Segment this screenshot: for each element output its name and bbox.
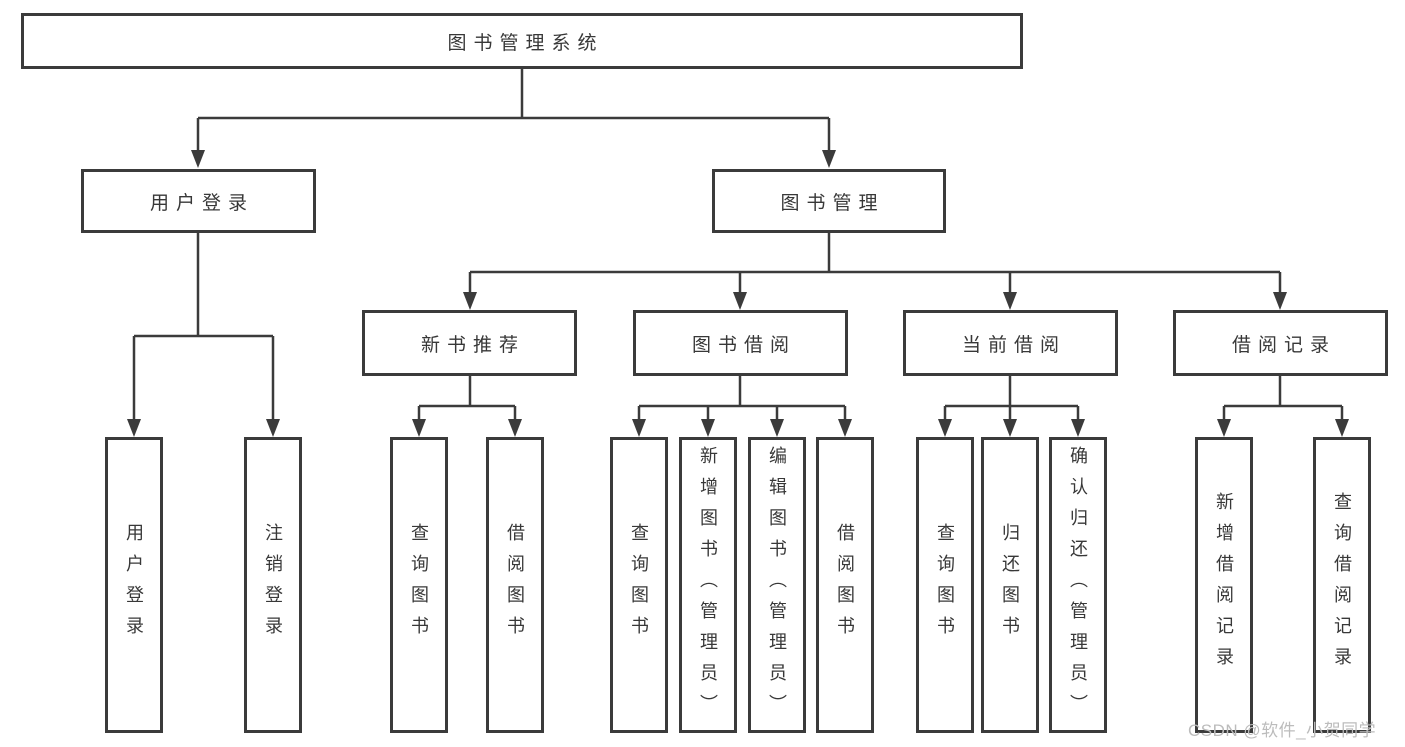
leaf-borrow-books-recommend: 借阅图书 xyxy=(486,437,544,733)
leaf-label: 确认归还（管理员） xyxy=(1068,445,1088,725)
leaf-add-books-admin: 新增图书（管理员） xyxy=(679,437,737,733)
node-user-login: 用户登录 xyxy=(81,169,316,233)
node-new-book-recommend: 新书推荐 xyxy=(362,310,577,376)
node-label: 图书借阅 xyxy=(691,334,796,356)
node-book-borrowing: 图书借阅 xyxy=(633,310,848,376)
node-label: 图书管理系统 xyxy=(447,32,604,54)
leaf-query-books-borrowing: 查询图书 xyxy=(610,437,668,733)
leaf-confirm-return-admin: 确认归还（管理员） xyxy=(1049,437,1107,733)
arrowhead xyxy=(1217,419,1231,437)
leaf-label: 注销登录 xyxy=(263,523,283,647)
node-book-management: 图书管理 xyxy=(712,169,946,233)
arrowhead xyxy=(1003,419,1017,437)
leaf-label: 借阅图书 xyxy=(505,523,525,647)
arrowhead xyxy=(1071,419,1085,437)
node-borrowing-records: 借阅记录 xyxy=(1173,310,1388,376)
node-label: 当前借阅 xyxy=(961,334,1066,356)
arrowhead xyxy=(1273,292,1287,310)
leaf-borrow-books-borrowing: 借阅图书 xyxy=(816,437,874,733)
leaf-label: 新增借阅记录 xyxy=(1214,492,1234,678)
arrowhead xyxy=(508,419,522,437)
node-label: 用户登录 xyxy=(149,192,254,214)
leaf-label: 用户登录 xyxy=(124,523,144,647)
leaf-label: 查询图书 xyxy=(935,523,955,647)
leaf-user-login: 用户登录 xyxy=(105,437,163,733)
leaf-label: 编辑图书（管理员） xyxy=(767,445,787,725)
leaf-label: 新增图书（管理员） xyxy=(698,445,718,725)
arrowhead xyxy=(822,150,836,168)
leaf-query-books-current: 查询图书 xyxy=(916,437,974,733)
arrowhead xyxy=(191,150,205,168)
arrowhead xyxy=(1335,419,1349,437)
leaf-label: 查询借阅记录 xyxy=(1332,492,1352,678)
arrowhead xyxy=(266,419,280,437)
tree-edges xyxy=(132,69,1344,421)
arrowhead xyxy=(733,292,747,310)
arrowheads xyxy=(127,150,1349,437)
node-current-borrowing: 当前借阅 xyxy=(903,310,1118,376)
arrowhead xyxy=(938,419,952,437)
arrowhead xyxy=(412,419,426,437)
leaf-return-books: 归还图书 xyxy=(981,437,1039,733)
arrowhead xyxy=(838,419,852,437)
csdn-watermark: CSDN @软件_小贺同学 xyxy=(1188,721,1377,740)
leaf-label: 归还图书 xyxy=(1000,523,1020,647)
arrowhead xyxy=(770,419,784,437)
leaf-edit-books-admin: 编辑图书（管理员） xyxy=(748,437,806,733)
arrowhead xyxy=(701,419,715,437)
arrowhead xyxy=(1003,292,1017,310)
node-label: 图书管理 xyxy=(780,192,885,214)
node-label: 新书推荐 xyxy=(420,334,525,356)
leaf-add-borrow-record: 新增借阅记录 xyxy=(1195,437,1253,733)
node-label: 借阅记录 xyxy=(1231,334,1336,356)
leaf-label: 查询图书 xyxy=(409,523,429,647)
arrowhead xyxy=(463,292,477,310)
arrowhead xyxy=(632,419,646,437)
node-library-management-system: 图书管理系统 xyxy=(21,13,1023,69)
leaf-query-books-recommend: 查询图书 xyxy=(390,437,448,733)
leaf-logout: 注销登录 xyxy=(244,437,302,733)
leaf-label: 查询图书 xyxy=(629,523,649,647)
arrowhead xyxy=(127,419,141,437)
leaf-query-borrow-record: 查询借阅记录 xyxy=(1313,437,1371,733)
leaf-label: 借阅图书 xyxy=(835,523,855,647)
